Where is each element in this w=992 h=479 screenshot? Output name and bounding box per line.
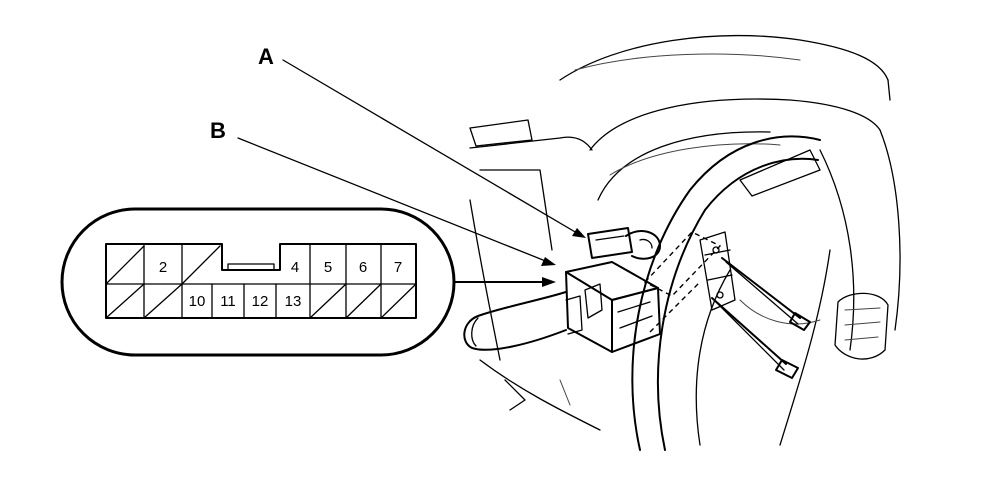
inset-frame (60, 207, 456, 357)
pin-label: 5 (324, 259, 332, 276)
pin-label: 11 (220, 293, 236, 310)
unused-cavity-mark (105, 245, 145, 285)
unused-cavity-mark (309, 283, 347, 319)
callout-b-label: B (210, 118, 226, 143)
unused-cavity-mark (181, 245, 221, 285)
pin-label: 2 (159, 259, 167, 276)
connector-key (227, 263, 275, 271)
pin-label: 12 (252, 293, 269, 310)
leader-a-arrowhead (572, 228, 586, 238)
callout-leaders (237, 59, 586, 287)
callout-a-label: A (258, 44, 274, 69)
dashboard-outline (469, 34, 901, 431)
unused-cavity-mark (143, 283, 183, 319)
leader-a (282, 59, 583, 237)
pin-label: 10 (189, 293, 206, 310)
connector-shell (105, 243, 417, 319)
unused-cavity-mark (105, 283, 145, 319)
unused-cavity-mark (345, 283, 382, 319)
leader-b (237, 137, 549, 263)
leader-b-arrowhead (541, 257, 556, 266)
pin-label: 6 (359, 259, 367, 276)
unused-cavity-mark (380, 283, 417, 319)
pin-label: 13 (285, 293, 302, 310)
combination-switch (463, 227, 811, 379)
connector-inset: 2 4 5 6 7 10 11 12 13 (60, 207, 456, 357)
connector-pointer-arrowhead (542, 277, 556, 287)
pin-label: 7 (394, 259, 402, 276)
steering-wheel (631, 135, 831, 451)
pin-label: 4 (291, 259, 299, 276)
